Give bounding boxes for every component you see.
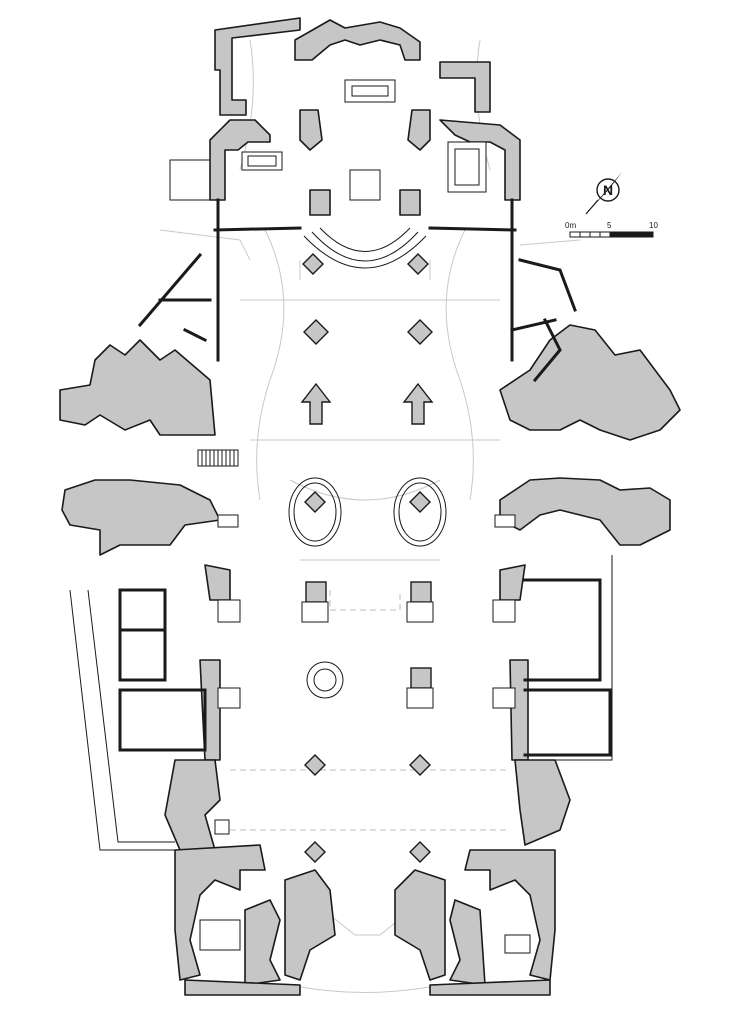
- apse-chapels: [209, 17, 521, 216]
- pier: [402, 382, 434, 425]
- north-arrow: N: [585, 172, 622, 215]
- east-transept: [499, 258, 681, 546]
- pier: [410, 667, 432, 689]
- side-altars: [197, 449, 516, 835]
- chancel-features: [213, 79, 517, 269]
- north-arrow-letter: N: [603, 182, 613, 198]
- pier: [305, 581, 327, 603]
- pier: [304, 841, 326, 863]
- scale-label-0: 0m: [565, 221, 576, 230]
- facade-towers: [174, 844, 556, 996]
- pier: [409, 841, 431, 863]
- pier: [304, 491, 326, 513]
- pier: [300, 382, 332, 425]
- pier: [409, 754, 431, 776]
- pier: [407, 319, 433, 345]
- west-transept: [59, 252, 221, 556]
- pier: [409, 491, 431, 513]
- nave-walls: [118, 198, 612, 851]
- scale-label-10: 10: [649, 221, 658, 230]
- pier: [303, 319, 329, 345]
- pier: [304, 754, 326, 776]
- scale-bar: 0m 5 10: [565, 221, 658, 238]
- scale-label-5: 5: [607, 221, 612, 230]
- nave-piers: [288, 253, 447, 863]
- pier: [410, 581, 432, 603]
- pier: [302, 253, 324, 275]
- pier: [407, 253, 429, 275]
